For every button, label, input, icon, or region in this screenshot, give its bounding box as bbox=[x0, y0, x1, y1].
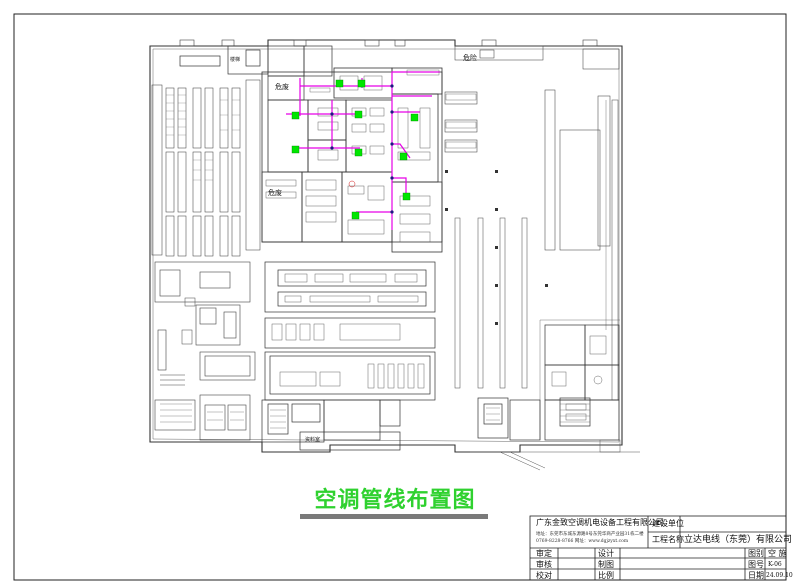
production-lines bbox=[264, 261, 436, 401]
drawing-number-label: 图号 bbox=[748, 560, 764, 569]
drawing-number-value: K-06 bbox=[768, 561, 782, 568]
ac-unit bbox=[410, 113, 419, 122]
ac-unit bbox=[291, 111, 300, 120]
right-building-lines bbox=[539, 100, 620, 440]
build-unit-label: 建设单位 bbox=[652, 519, 684, 528]
ac-indoor-units bbox=[291, 79, 419, 220]
checked-label: 校对 bbox=[536, 571, 552, 580]
approved-label: 审定 bbox=[536, 549, 552, 558]
warehouse-columns bbox=[445, 170, 548, 325]
room-label-stair: 楼梯 bbox=[230, 57, 241, 63]
top-wall-details bbox=[179, 39, 598, 47]
room-label-dangerous: 危废 bbox=[275, 83, 289, 91]
room-label-side: 资料室 bbox=[305, 437, 321, 443]
production-line-machines bbox=[271, 273, 425, 389]
ac-unit bbox=[354, 110, 363, 119]
duct-tags bbox=[309, 69, 477, 149]
warehouse-area bbox=[444, 45, 620, 251]
title-block-grid bbox=[529, 515, 787, 581]
company-contact: 0769-8228-8766 网址：www.dgjzyxt.com bbox=[536, 539, 629, 544]
ac-unit bbox=[354, 148, 363, 157]
left-racking-hatching bbox=[166, 94, 240, 181]
right-lower-rooms bbox=[544, 324, 620, 441]
ac-unit bbox=[399, 152, 408, 161]
date-label: 日期 bbox=[748, 571, 764, 580]
project-name-value: 立达电线（东莞）有限公司 bbox=[684, 535, 793, 545]
left-lower-section bbox=[154, 261, 256, 441]
company-name: 广东金致空调机电设备工程有限公司 bbox=[536, 518, 664, 527]
drafted-label: 制图 bbox=[598, 560, 614, 569]
left-racking-area bbox=[151, 79, 261, 257]
designed-label: 设计 bbox=[598, 549, 614, 558]
ac-unit bbox=[351, 211, 360, 220]
drawing-title-underline bbox=[300, 514, 488, 519]
drawing-category-value: 空 施 bbox=[768, 549, 787, 558]
left-lower-stair-hatch bbox=[160, 403, 244, 423]
ac-unit bbox=[402, 192, 411, 201]
reviewed-label: 审核 bbox=[536, 560, 552, 569]
company-address: 地址：东莞市东城东源路8号东莞华商产业园31栋二楼 bbox=[536, 532, 644, 537]
top-left-rooms bbox=[179, 45, 333, 101]
sheet-border bbox=[13, 13, 787, 581]
drawing-title: 空调管线布置图 bbox=[314, 488, 476, 513]
bottom-stair-hatch bbox=[270, 403, 590, 429]
building-outline bbox=[149, 39, 623, 453]
bottom-left-stairs bbox=[160, 297, 196, 386]
bottom-mid-rooms bbox=[261, 397, 541, 451]
ac-duct-lines bbox=[286, 71, 440, 230]
ac-unit bbox=[357, 79, 366, 88]
ac-unit bbox=[291, 145, 300, 154]
project-name-label: 工程名称 bbox=[652, 535, 684, 544]
ac-unit bbox=[335, 79, 344, 88]
drawing-category-label: 图别 bbox=[748, 549, 764, 558]
scale-label: 比例 bbox=[598, 571, 614, 580]
room-label-dangerous: 危险 bbox=[463, 54, 477, 62]
exterior-ramp bbox=[470, 439, 640, 471]
room-label-dangerous: 危废 bbox=[268, 189, 282, 197]
date-value: 24.09.10 bbox=[766, 572, 793, 579]
